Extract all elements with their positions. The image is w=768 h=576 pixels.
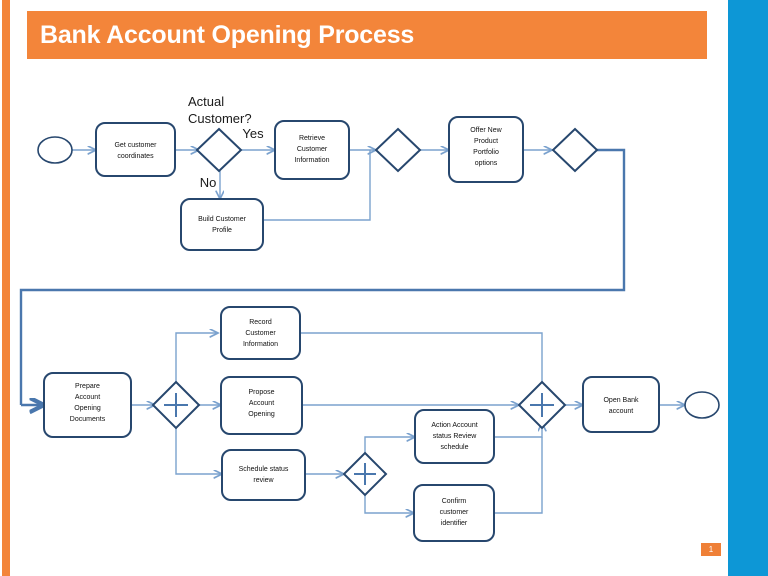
task-prepare-account-opening-documents[interactable]: Prepare Account Opening Documents <box>43 372 132 438</box>
task-propose-account-opening[interactable]: Propose Account Opening <box>220 376 303 435</box>
end-event[interactable] <box>684 391 720 419</box>
task-label-line: Action Account <box>431 422 477 429</box>
task-label-line: Product <box>474 138 498 145</box>
task-action-account-status-review-schedule[interactable]: Action Account status Review schedule <box>414 409 495 464</box>
connector-layer-top <box>71 150 552 221</box>
edge-label-yes: Yes <box>242 126 264 141</box>
left-accent-bar <box>2 0 10 576</box>
task-label-line: schedule <box>440 444 468 451</box>
edge-label-no: No <box>200 175 217 190</box>
task-retrieve-customer-information[interactable]: Retrieve Customer Information <box>274 120 350 180</box>
gateway-join-parallel[interactable] <box>517 380 567 430</box>
title-bar: Bank Account Opening Process <box>27 11 707 59</box>
page-title: Bank Account Opening Process <box>40 20 415 49</box>
flowchart-svg: Get customer coordinates Retrieve Custom… <box>19 94 720 542</box>
edge-action-account-to-join <box>494 423 542 438</box>
edge-record-customer-to-join <box>300 332 543 387</box>
task-build-customer-profile[interactable]: Build Customer Profile <box>180 198 264 251</box>
edge-wrap-to-second-row <box>19 148 626 405</box>
task-label-line: Information <box>243 341 278 348</box>
task-label-line: options <box>475 160 498 167</box>
gateway-after-offer[interactable] <box>551 127 599 173</box>
gateway-split-review[interactable] <box>342 451 388 497</box>
task-label-line: coordinates <box>117 153 154 160</box>
task-offer-new-product-portfolio-options[interactable]: Offer New Product Portfolio options <box>448 116 524 183</box>
task-label-line: Documents <box>70 416 106 423</box>
task-label-line: Account <box>249 400 274 407</box>
task-label-line: Opening <box>74 405 101 412</box>
annotation-actual-customer-line2: Customer? <box>188 111 252 126</box>
task-label-line: Customer <box>245 330 276 337</box>
page-number-badge: 1 <box>701 543 721 556</box>
task-label-line: Open Bank <box>603 397 639 404</box>
task-label-line: status Review <box>433 433 478 440</box>
task-label-line: review <box>253 477 274 484</box>
gateway-split-parallel[interactable] <box>151 380 201 430</box>
task-confirm-customer-identifier[interactable]: Confirm customer identifier <box>413 484 495 542</box>
task-label-line: Opening <box>248 411 275 418</box>
task-open-bank-account[interactable]: Open Bank account <box>582 376 660 433</box>
task-label-line: account <box>609 408 634 415</box>
task-label-line: Profile <box>212 227 232 234</box>
task-label-line: Confirm <box>442 498 467 505</box>
task-label-line: Build Customer <box>198 216 247 223</box>
connector-layer-wrap <box>19 148 626 405</box>
edge-build-profile-to-merge <box>263 150 371 221</box>
task-schedule-status-review[interactable]: Schedule status review <box>221 449 306 501</box>
task-label-line: Information <box>294 157 329 164</box>
task-record-customer-information[interactable]: Record Customer Information <box>220 306 301 360</box>
gateway-merge-top[interactable] <box>374 127 422 173</box>
task-label-line: Propose <box>248 389 274 396</box>
task-label-line: Prepare <box>75 383 100 390</box>
start-event[interactable] <box>37 136 73 164</box>
edge-confirm-identifier-to-join <box>494 437 543 514</box>
right-color-band <box>728 0 768 576</box>
task-label-line: identifier <box>441 520 468 527</box>
task-label-line: Record <box>249 319 272 326</box>
task-label-line: Customer <box>297 146 328 153</box>
gateway-actual-customer[interactable] <box>195 127 243 173</box>
task-label-line: customer <box>440 509 469 516</box>
task-label-line: Get customer <box>114 142 157 149</box>
annotation-actual-customer-line1: Actual <box>188 94 224 109</box>
task-label-line: Offer New <box>470 127 502 134</box>
task-get-customer-coordinates[interactable]: Get customer coordinates <box>95 122 176 177</box>
task-label-line: Account <box>75 394 100 401</box>
task-label-line: Portfolio <box>473 149 499 156</box>
task-label-line: Schedule status <box>239 466 289 473</box>
task-label-line: Retrieve <box>299 135 325 142</box>
